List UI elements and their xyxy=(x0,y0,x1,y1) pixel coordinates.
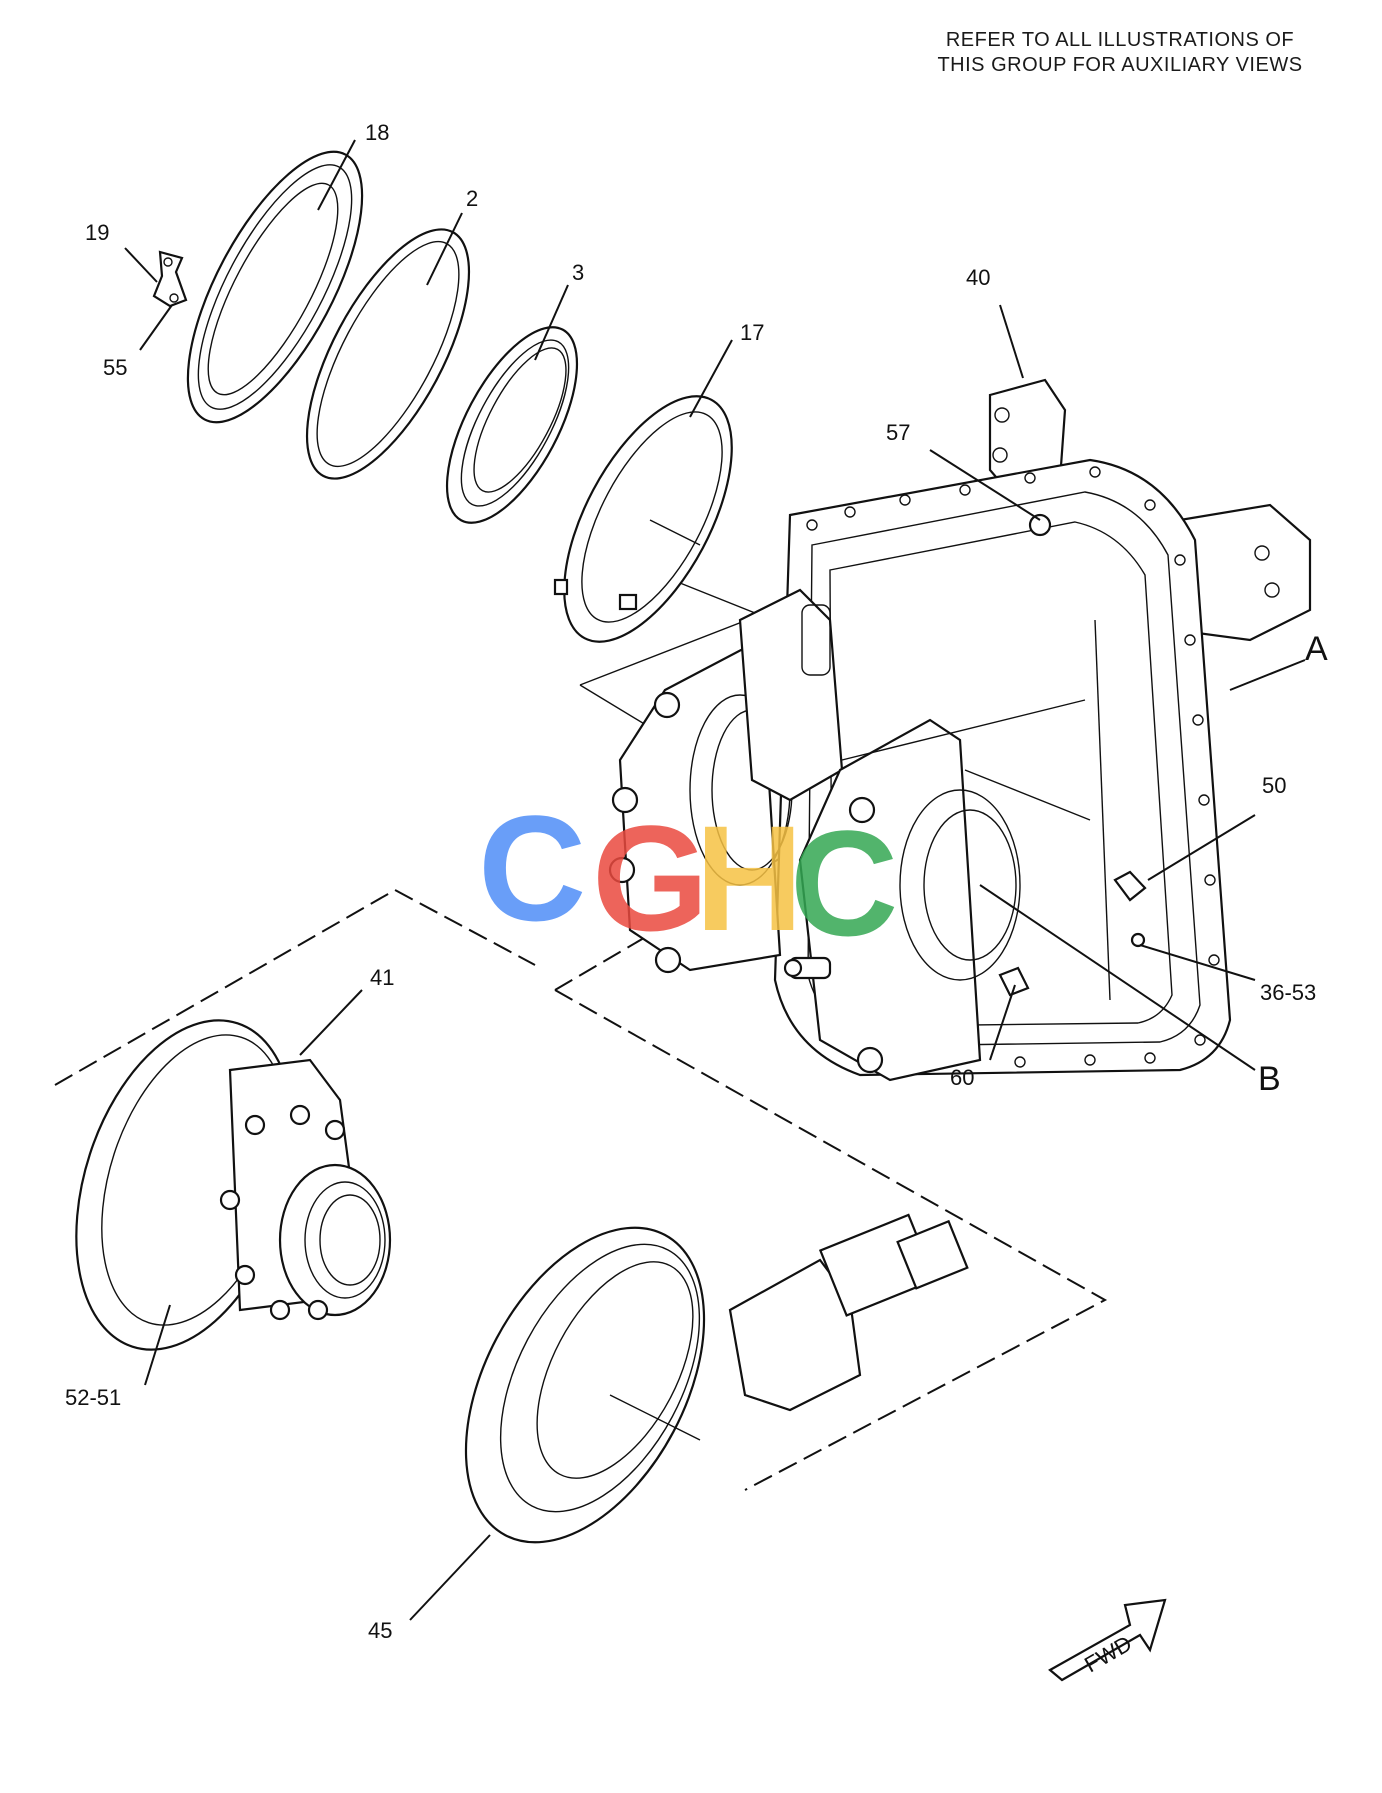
watermark-letter-3: H xyxy=(695,794,803,962)
note-line-1: REFER TO ALL ILLUSTRATIONS OF xyxy=(945,29,1295,51)
callout-40: 40 xyxy=(966,265,990,290)
callout-55: 55 xyxy=(103,355,127,380)
callout-50: 50 xyxy=(1262,773,1286,798)
callout-57: 57 xyxy=(886,420,910,445)
callout-52-51: 52-51 xyxy=(65,1385,121,1410)
bearing-cup-part xyxy=(445,284,579,524)
callout-18: 18 xyxy=(365,120,389,145)
watermark-letter-1: C xyxy=(478,784,586,952)
carrier-housing-part xyxy=(608,304,1312,1082)
ring-gear-pinion-part xyxy=(409,1213,969,1621)
callout-A: A xyxy=(1305,630,1328,668)
left-cap-bolts xyxy=(608,691,682,974)
ring-part xyxy=(305,212,471,480)
callout-3: 3 xyxy=(572,260,584,285)
callout-B: B xyxy=(1258,1060,1281,1098)
flange-holes xyxy=(806,466,1220,1068)
fwd-arrow-icon: FWD xyxy=(1048,1598,1167,1682)
callout-2: 2 xyxy=(466,186,478,211)
seal-part xyxy=(186,139,364,424)
callout-60: 60 xyxy=(950,1065,974,1090)
callout-36-53: 36-53 xyxy=(1260,980,1316,1005)
callout-19: 19 xyxy=(85,220,109,245)
differential-case-part xyxy=(75,989,392,1386)
callout-41: 41 xyxy=(370,965,394,990)
watermark-logo: C G H C xyxy=(478,784,898,967)
adjuster-ring-part xyxy=(553,339,733,643)
case-bolts xyxy=(219,1104,346,1321)
callout-labels: 18 2 3 17 19 55 40 57 A 50 36-53 B 60 41… xyxy=(65,120,1328,1643)
callout-45: 45 xyxy=(368,1618,392,1643)
note-line-2: THIS GROUP FOR AUXILIARY VIEWS xyxy=(937,54,1303,76)
callout-17: 17 xyxy=(740,320,764,345)
watermark-letter-2: G xyxy=(592,794,709,962)
lock-plate-part xyxy=(124,247,188,351)
auxiliary-views-note: REFER TO ALL ILLUSTRATIONS OF THIS GROUP… xyxy=(880,28,1360,78)
watermark-letter-4: C xyxy=(790,799,898,967)
